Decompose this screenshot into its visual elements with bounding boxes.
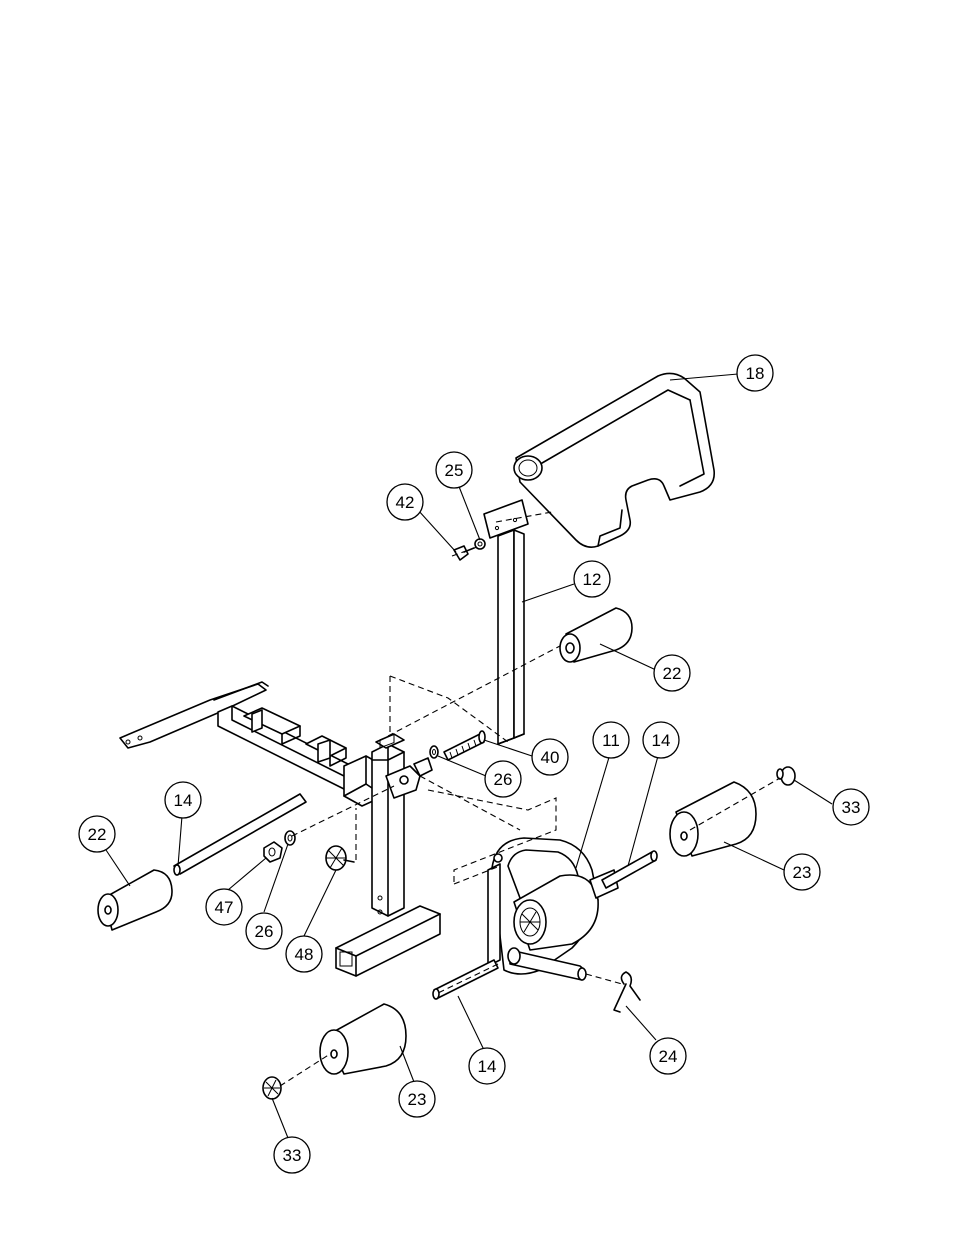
callout-26-lower: 26: [246, 913, 282, 949]
svg-text:40: 40: [541, 748, 560, 767]
lower-foam-roller-part: [98, 870, 172, 930]
leg-lever-part: [488, 838, 618, 980]
callout-47: 47: [206, 889, 242, 925]
svg-text:12: 12: [583, 570, 602, 589]
svg-text:22: 22: [88, 825, 107, 844]
washer-26-upper: [430, 746, 438, 758]
lower-roller-23-part: [320, 1004, 406, 1074]
svg-text:14: 14: [478, 1057, 497, 1076]
callout-33-lower: 33: [274, 1137, 310, 1173]
nut-47-part: [264, 842, 282, 862]
svg-text:11: 11: [602, 731, 620, 750]
callout-14-lower: 14: [469, 1048, 505, 1084]
right-roller-23-part: [670, 782, 756, 856]
svg-text:47: 47: [215, 898, 234, 917]
callout-18: 18: [737, 355, 773, 391]
pad-post-part: [484, 500, 528, 744]
svg-text:26: 26: [255, 922, 274, 941]
lower-end-cap-33-part: [263, 1077, 281, 1099]
callout-42: 42: [387, 484, 423, 520]
svg-text:25: 25: [445, 461, 464, 480]
callout-26-upper: 26: [485, 761, 521, 797]
callout-12: 12: [574, 561, 610, 597]
callout-25: 25: [436, 452, 472, 488]
svg-text:23: 23: [408, 1090, 427, 1109]
arm-pad-part: [514, 373, 714, 547]
callout-40: 40: [532, 739, 568, 775]
washer-26-lower: [285, 831, 295, 845]
callout-leaders: [106, 374, 832, 1138]
callout-22-upper: 22: [654, 655, 690, 691]
right-end-cap-33-part: [777, 767, 795, 785]
svg-text:14: 14: [652, 731, 671, 750]
lower-rod-14-part: [433, 960, 498, 999]
callout-48: 48: [286, 936, 322, 972]
svg-text:18: 18: [746, 364, 765, 383]
svg-text:14: 14: [174, 791, 193, 810]
callout-22-lower: 22: [79, 816, 115, 852]
callout-33-right: 33: [833, 789, 869, 825]
callout-24: 24: [650, 1038, 686, 1074]
spring-pin-24-part: [614, 972, 640, 1012]
bolt-42-part: [454, 546, 474, 560]
svg-text:42: 42: [396, 493, 415, 512]
svg-text:26: 26: [494, 770, 513, 789]
svg-text:23: 23: [793, 863, 812, 882]
callout-14-right: 14: [643, 722, 679, 758]
svg-text:24: 24: [659, 1047, 678, 1066]
pivot-pin-part: [444, 731, 485, 760]
svg-text:48: 48: [295, 945, 314, 964]
callout-11: 11: [593, 722, 629, 758]
callout-23-right: 23: [784, 854, 820, 890]
svg-text:33: 33: [842, 798, 861, 817]
knob-48-part: [326, 846, 354, 870]
svg-text:22: 22: [663, 664, 682, 683]
callout-14-left: 14: [165, 782, 201, 818]
callout-23-lower: 23: [399, 1081, 435, 1117]
svg-text:33: 33: [283, 1146, 302, 1165]
right-rod-14-part: [602, 851, 657, 888]
